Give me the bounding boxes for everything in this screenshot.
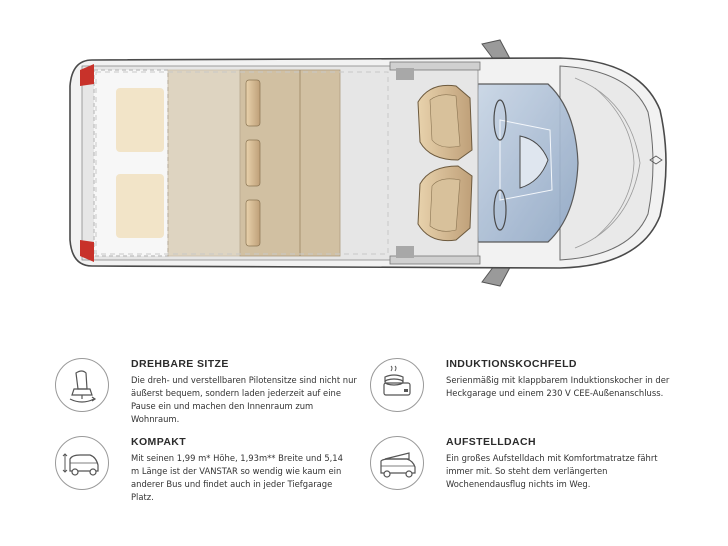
van-height-icon xyxy=(62,453,99,476)
tail-light-top xyxy=(80,64,94,86)
front-seat-top xyxy=(417,84,473,161)
feature-icon-circle xyxy=(370,358,424,412)
feature-title: INDUKTIONSKOCHFELD xyxy=(446,358,577,370)
feature-description: Serienmäßig mit klappbarem Induktionskoc… xyxy=(446,375,670,398)
front-seat-bottom xyxy=(417,165,473,242)
feature-induktionskochfeld: INDUKTIONSKOCHFELD Serienmäßig mit klapp… xyxy=(370,358,690,418)
van-top-view-illustration xyxy=(69,39,667,287)
feature-description: Ein großes Aufstelldach mit Komfortmatra… xyxy=(446,453,658,489)
swivel-seat-icon xyxy=(69,370,97,403)
feature-icon-circle xyxy=(55,358,109,412)
feature-title: KOMPAKT xyxy=(131,436,187,448)
feature-title: AUFSTELLDACH xyxy=(446,436,536,448)
feature-description: Mit seinen 1,99 m* Höhe, 1,93m** Breite … xyxy=(131,453,343,502)
feature-drehbare-sitze: DREHBARE SITZE Die dreh- und verstellbar… xyxy=(55,358,375,424)
feature-title: DREHBARE SITZE xyxy=(131,358,229,370)
feature-aufstelldach: AUFSTELLDACH Ein großes Aufstelldach mit… xyxy=(370,436,700,496)
feature-icon-circle xyxy=(370,436,424,490)
tail-light-bottom xyxy=(80,240,94,262)
feature-icon-circle xyxy=(55,436,109,490)
van-hood xyxy=(559,65,654,261)
feature-kompakt: KOMPAKT Mit seinen 1,99 m* Höhe, 1,93m**… xyxy=(55,436,375,502)
pop-up-roof-icon xyxy=(380,452,416,478)
induction-cooker-icon xyxy=(383,365,411,396)
feature-description: Die dreh- und verstellbaren Pilotensitze… xyxy=(131,375,357,424)
